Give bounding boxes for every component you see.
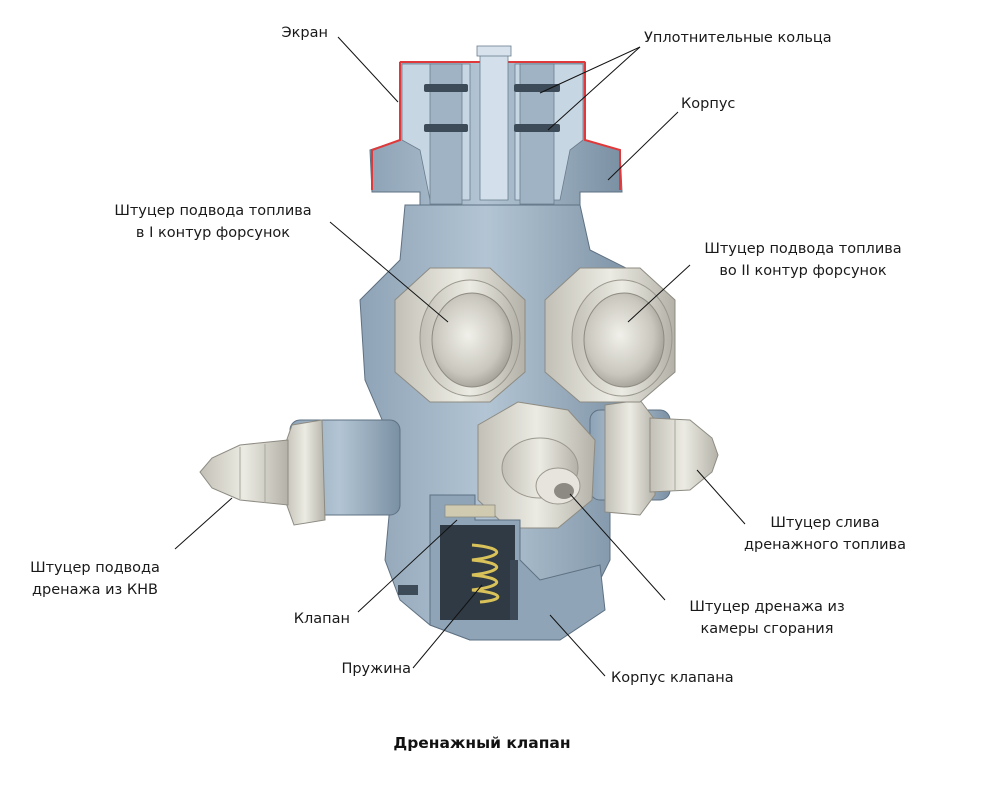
inlet-fitting-1 <box>394 267 526 403</box>
right-nipple <box>649 417 719 493</box>
center-stem <box>479 49 509 201</box>
seal-rings <box>424 84 560 132</box>
label-valve: Клапан <box>294 611 350 627</box>
label-knv-line2: дренажа из КНВ <box>32 582 158 598</box>
valve-illustration <box>199 45 719 641</box>
labels: Экран Уплотнительные кольца Корпус Штуце… <box>30 25 906 752</box>
label-spring: Пружина <box>341 661 411 677</box>
label-inlet-2-line1: Штуцер подвода топлива <box>704 241 901 257</box>
leader-lines <box>174 36 746 677</box>
valve-interior <box>440 525 515 620</box>
top-cap <box>476 45 512 57</box>
label-drain-out-line2: дренажного топлива <box>744 537 906 553</box>
drain-port <box>398 585 418 595</box>
valve-disc <box>444 504 496 518</box>
valve-stem <box>510 560 518 620</box>
label-chamber-line1: Штуцер дренажа из <box>689 599 844 615</box>
label-chamber-line2: камеры сгорания <box>701 621 834 637</box>
left-nipple <box>199 439 289 506</box>
label-drain-out-line1: Штуцер слива <box>770 515 879 531</box>
label-inlet-2-line2: во II контур форсунок <box>719 263 887 279</box>
chamber-drain-fitting <box>477 401 596 529</box>
label-valve-body: Корпус клапана <box>611 670 734 686</box>
label-housing: Корпус <box>681 96 735 112</box>
spring <box>471 543 500 604</box>
label-inlet-1-line2: в I контур форсунок <box>136 225 290 241</box>
left-nut <box>284 419 326 526</box>
label-screen: Экран <box>282 25 328 41</box>
inlet-fitting-2 <box>544 267 676 403</box>
diagram-title: Дренажный клапан <box>393 734 570 752</box>
label-knv-line1: Штуцер подвода <box>30 560 160 576</box>
label-inlet-1-line1: Штуцер подвода топлива <box>114 203 311 219</box>
label-seal-rings: Уплотнительные кольца <box>644 30 832 46</box>
right-nut <box>604 399 656 516</box>
